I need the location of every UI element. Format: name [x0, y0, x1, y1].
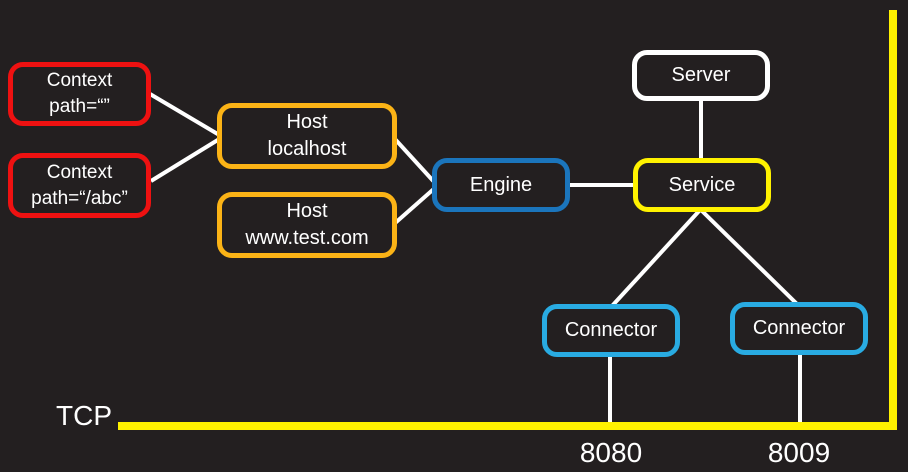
edge-host2-engine — [392, 185, 438, 226]
edge-context1-host1 — [148, 92, 223, 138]
node-label: Connector — [752, 317, 846, 339]
node-label-line: localhost — [267, 138, 347, 160]
node-connector-left: Connector — [542, 304, 680, 357]
node-context-abc: Context path=“/abc” — [8, 153, 151, 218]
edge-host1-engine — [392, 136, 438, 186]
node-host-localhost: Host localhost — [217, 103, 397, 169]
node-connector-right: Connector — [730, 302, 868, 355]
node-label-line: Host — [286, 111, 328, 133]
node-service: Service — [633, 158, 771, 212]
node-engine: Engine — [432, 158, 570, 212]
node-context-root: Context path=“” — [8, 62, 151, 126]
port-label-8080: 8080 — [579, 437, 643, 468]
node-label: Engine — [469, 173, 533, 196]
node-label-line: Context — [46, 161, 113, 183]
node-label: Server — [671, 64, 731, 86]
node-server: Server — [632, 50, 770, 101]
node-label: Connector — [564, 319, 658, 341]
node-label-line: www.test.com — [245, 227, 369, 249]
tcp-bus-line — [118, 10, 897, 430]
node-label-line: Host — [286, 200, 328, 222]
node-label: Service — [668, 173, 736, 196]
node-label-line: Context — [46, 70, 113, 91]
edge-service-connector-right — [699, 208, 799, 306]
port-label-8009: 8009 — [767, 437, 831, 468]
node-host-www-test-com: Host www.test.com — [217, 192, 397, 258]
node-label-line: path=“” — [49, 96, 110, 117]
edge-context2-host1 — [149, 136, 223, 183]
node-label-line: path=“/abc” — [31, 187, 128, 209]
edge-service-connector-left — [610, 208, 702, 308]
tcp-label: TCP — [56, 400, 112, 431]
